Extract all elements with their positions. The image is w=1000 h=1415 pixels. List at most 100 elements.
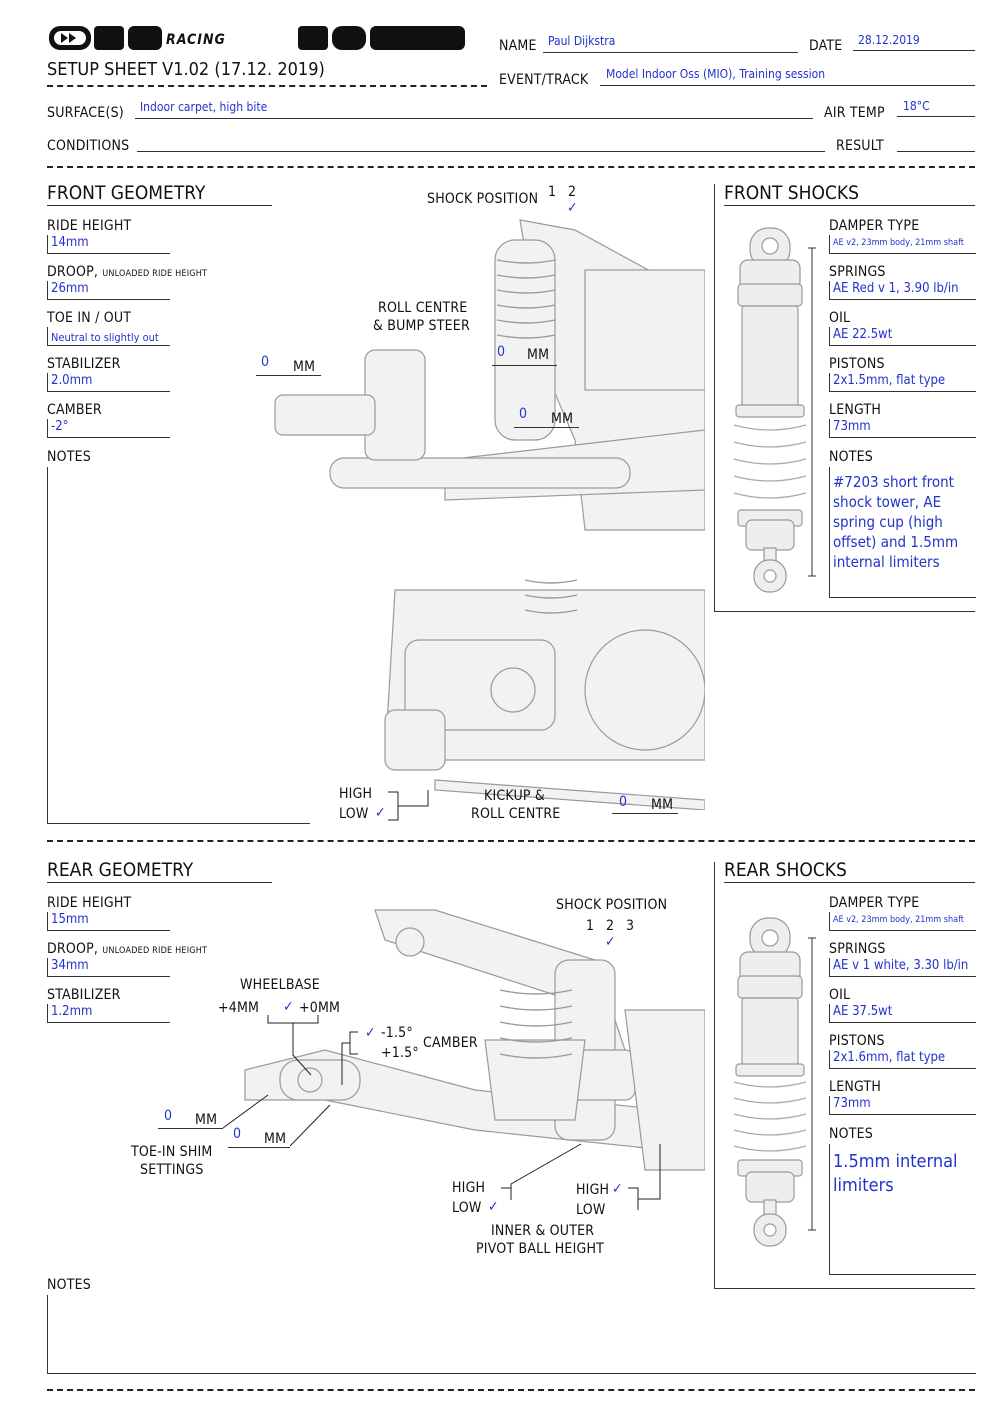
orb-logo: [49, 26, 465, 50]
rear-pistons-label: PISTONS: [829, 1033, 885, 1049]
front-oil-value[interactable]: AE 22.5wt: [833, 327, 893, 342]
logo: RACING: [48, 24, 468, 54]
front-length-value[interactable]: 73mm: [833, 419, 871, 434]
front-length-label: LENGTH: [829, 402, 882, 418]
toe-shim-a-value[interactable]: 0: [164, 1108, 173, 1124]
rear-droop-value[interactable]: 34mm: [51, 958, 89, 973]
sheet-version: SETUP SHEET V1.02 (17.12. 2019): [47, 59, 325, 80]
front-low-label: LOW: [339, 806, 369, 822]
rear-shock-pos-check: ✓: [605, 934, 616, 950]
bump-c-value[interactable]: 0: [519, 406, 528, 422]
front-shock-position-label: SHOCK POSITION: [427, 191, 539, 207]
rear-shock-notes-value[interactable]: 1.5mm internal limiters: [833, 1151, 958, 1196]
toe-shim-b-value[interactable]: 0: [233, 1126, 242, 1142]
toe-shim-label-1: TOE-IN SHIM: [131, 1144, 213, 1160]
front-notes-label: NOTES: [47, 449, 91, 465]
rear-geometry-title: REAR GEOMETRY: [47, 859, 194, 881]
event-label: EVENT/TRACK: [499, 72, 589, 88]
name-value[interactable]: Paul Dijkstra: [548, 34, 616, 48]
name-label: NAME: [499, 38, 537, 54]
bump-a-value[interactable]: 0: [261, 354, 270, 370]
outer-low-label: LOW: [576, 1202, 606, 1218]
bump-b-mm: MM: [527, 347, 550, 363]
kickup-label-2: ROLL CENTRE: [471, 806, 561, 822]
logo-racing-text: RACING: [166, 32, 226, 48]
front-springs-label: SPRINGS: [829, 264, 886, 280]
front-damper-label: DAMPER TYPE: [829, 218, 920, 234]
outer-high-check: ✓: [612, 1181, 623, 1197]
divider: [47, 1389, 975, 1391]
rear-damper-label: DAMPER TYPE: [829, 895, 920, 911]
front-ride-height-value[interactable]: 14mm: [51, 235, 89, 250]
general-notes-label: NOTES: [47, 1277, 91, 1293]
front-toe-value[interactable]: Neutral to slightly out: [51, 331, 159, 344]
front-high-label: HIGH: [339, 786, 373, 802]
wheelbase-plus0[interactable]: +0MM: [299, 1000, 341, 1016]
rear-shock-position-label: SHOCK POSITION: [556, 897, 668, 913]
rear-length-value[interactable]: 73mm: [833, 1096, 871, 1111]
camber-pos[interactable]: +1.5°: [381, 1045, 419, 1061]
front-droop-label: DROOP, UNLOADED RIDE HEIGHT: [47, 264, 208, 280]
rear-shock-pos-1[interactable]: 1: [586, 918, 595, 934]
rear-ride-height-value[interactable]: 15mm: [51, 912, 89, 927]
surface-value[interactable]: Indoor carpet, high bite: [140, 100, 268, 114]
rear-camber-label: CAMBER: [423, 1035, 478, 1051]
divider: [47, 840, 975, 842]
front-springs-value[interactable]: AE Red v 1, 3.90 lb/in: [833, 281, 959, 296]
front-low-check: ✓: [375, 805, 386, 821]
rear-shock-pos-3[interactable]: 3: [626, 918, 635, 934]
rear-stabilizer-value[interactable]: 1.2mm: [51, 1004, 93, 1019]
front-shock-pos-1[interactable]: 1: [548, 184, 557, 200]
toe-shim-a-mm: MM: [195, 1112, 218, 1128]
result-label: RESULT: [836, 138, 884, 154]
front-shocks-title: FRONT SHOCKS: [724, 182, 859, 204]
front-oil-label: OIL: [829, 310, 851, 326]
front-pistons-label: PISTONS: [829, 356, 885, 372]
bump-c-mm: MM: [551, 411, 574, 427]
front-shock-pos-check: ✓: [567, 200, 578, 216]
kickup-mm: MM: [651, 797, 674, 813]
wheelbase-label: WHEELBASE: [240, 977, 320, 993]
front-shock-notes-value[interactable]: #7203 short front shock tower, AE spring…: [833, 473, 959, 571]
pivot-label-2: PIVOT BALL HEIGHT: [476, 1241, 605, 1257]
rear-damper-value[interactable]: AE v2, 23mm body, 21mm shaft: [833, 915, 964, 925]
rear-pistons-value[interactable]: 2x1.6mm, flat type: [833, 1050, 946, 1065]
divider: [47, 166, 975, 168]
rear-shock-pos-2[interactable]: 2: [606, 918, 615, 934]
front-stabilizer-value[interactable]: 2.0mm: [51, 373, 93, 388]
date-label: DATE: [809, 38, 843, 54]
wheelbase-plus4[interactable]: +4MM: [218, 1000, 260, 1016]
date-value[interactable]: 28.12.2019: [858, 33, 920, 47]
front-suspension-drawing: [274, 219, 705, 810]
front-damper-value[interactable]: AE v2, 23mm body, 21mm shaft: [833, 238, 964, 248]
bump-b-value[interactable]: 0: [497, 344, 506, 360]
rear-shocks-title: REAR SHOCKS: [724, 859, 847, 881]
kickup-value[interactable]: 0: [619, 794, 628, 810]
rear-length-label: LENGTH: [829, 1079, 882, 1095]
roll-centre-label-2: & BUMP STEER: [373, 318, 470, 334]
rear-shock-drawing: [733, 917, 816, 1247]
toe-shim-b-mm: MM: [264, 1131, 287, 1147]
front-notes-area[interactable]: [47, 467, 310, 824]
event-value[interactable]: Model Indoor Oss (MIO), Training session: [606, 67, 826, 81]
general-notes-area[interactable]: [47, 1295, 976, 1374]
front-ride-height-label: RIDE HEIGHT: [47, 218, 132, 234]
pivot-label-1: INNER & OUTER: [491, 1223, 595, 1239]
front-shock-drawing: [733, 227, 816, 593]
rear-oil-label: OIL: [829, 987, 851, 1003]
front-camber-label: CAMBER: [47, 402, 102, 418]
bump-a-mm: MM: [293, 359, 316, 375]
front-pistons-value[interactable]: 2x1.5mm, flat type: [833, 373, 946, 388]
front-droop-value[interactable]: 26mm: [51, 281, 89, 296]
rear-springs-value[interactable]: AE v 1 white, 3.30 lb/in: [833, 958, 969, 973]
outer-high-label: HIGH: [576, 1182, 610, 1198]
surface-label: SURFACE(S): [47, 105, 124, 121]
front-camber-value[interactable]: -2°: [51, 419, 69, 434]
airtemp-value[interactable]: 18°C: [903, 99, 930, 113]
camber-neg[interactable]: -1.5°: [381, 1025, 413, 1041]
front-shock-pos-2[interactable]: 2: [568, 184, 577, 200]
conditions-label: CONDITIONS: [47, 138, 130, 154]
rear-oil-value[interactable]: AE 37.5wt: [833, 1004, 893, 1019]
wheelbase-check: ✓: [283, 999, 294, 1015]
inner-high-label: HIGH: [452, 1180, 486, 1196]
